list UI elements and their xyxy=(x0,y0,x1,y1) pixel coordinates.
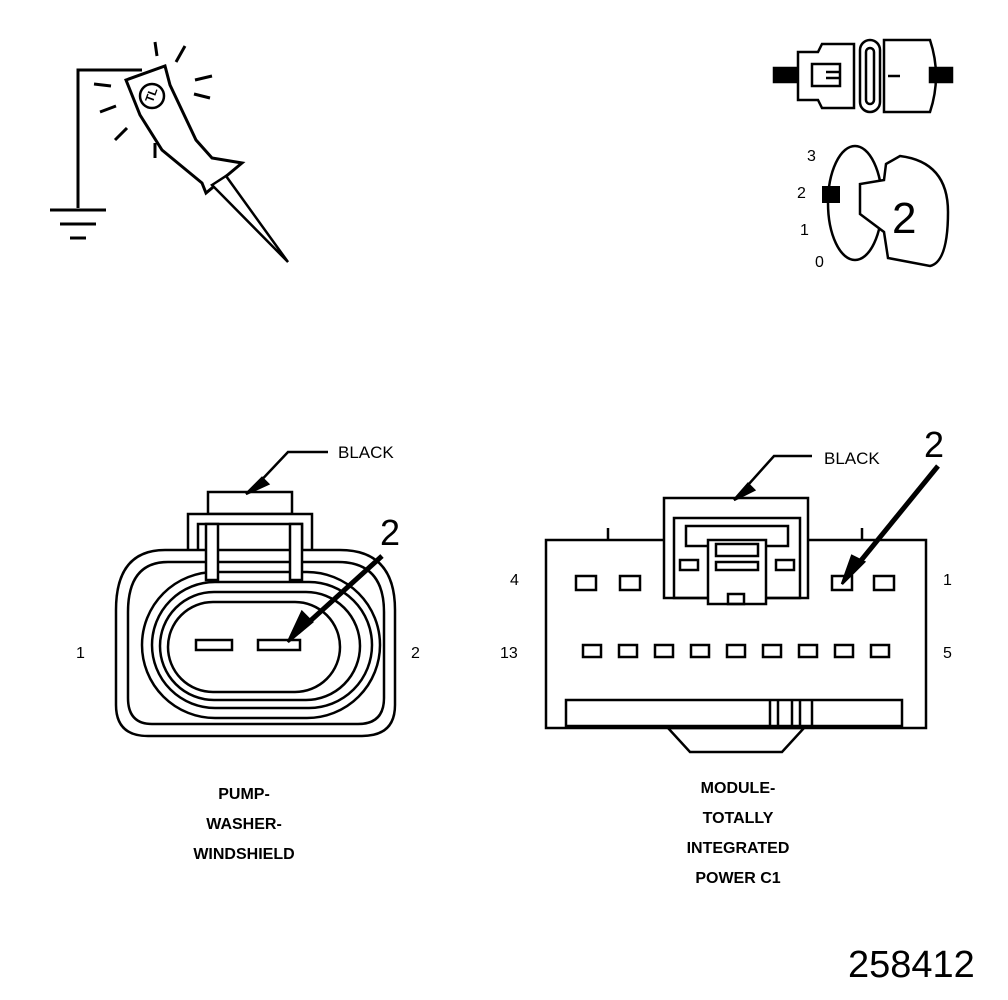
tipm-pin-bottom-left: 13 xyxy=(500,645,518,662)
tipm-caption: MODULE- TOTALLY INTEGRATED POWER C1 xyxy=(638,774,838,894)
caption-line: WINDSHIELD xyxy=(193,846,295,863)
pump-washer-highlight-pin: 2 xyxy=(380,512,401,553)
pump-washer-caption: PUMP- WASHER- WINDSHIELD xyxy=(144,780,344,870)
caption-line: TOTALLY xyxy=(702,810,774,827)
caption-line: POWER C1 xyxy=(695,870,781,887)
key-position-1: 1 xyxy=(800,222,809,239)
tipm-c1-connector-drawing xyxy=(544,454,940,754)
tipm-pin-top-left: 4 xyxy=(510,572,519,589)
figure-number: 258412 xyxy=(848,944,975,986)
caption-line: WASHER- xyxy=(206,816,282,833)
pump-washer-pin-right: 2 xyxy=(411,645,420,662)
caption-line: INTEGRATED xyxy=(686,840,790,857)
disconnect-connector-icon xyxy=(772,38,954,114)
caption-line: PUMP- xyxy=(218,786,270,803)
key-position-2: 2 xyxy=(797,185,806,202)
pump-washer-pin-left: 1 xyxy=(76,645,85,662)
ignition-key-icon xyxy=(822,144,950,268)
tipm-highlight-pin: 2 xyxy=(924,424,945,465)
tipm-pin-top-right: 1 xyxy=(943,572,952,589)
tipm-pin-bottom-right: 5 xyxy=(943,645,952,662)
key-position-3: 3 xyxy=(807,148,816,165)
pump-washer-connector-drawing xyxy=(114,450,397,738)
caption-line: MODULE- xyxy=(700,780,776,797)
key-number: 2 xyxy=(892,194,917,243)
key-position-0: 0 xyxy=(815,254,824,271)
pump-washer-color-label: BLACK xyxy=(338,443,394,462)
tipm-color-label: BLACK xyxy=(824,449,880,468)
ground-test-light-icon xyxy=(50,41,290,263)
